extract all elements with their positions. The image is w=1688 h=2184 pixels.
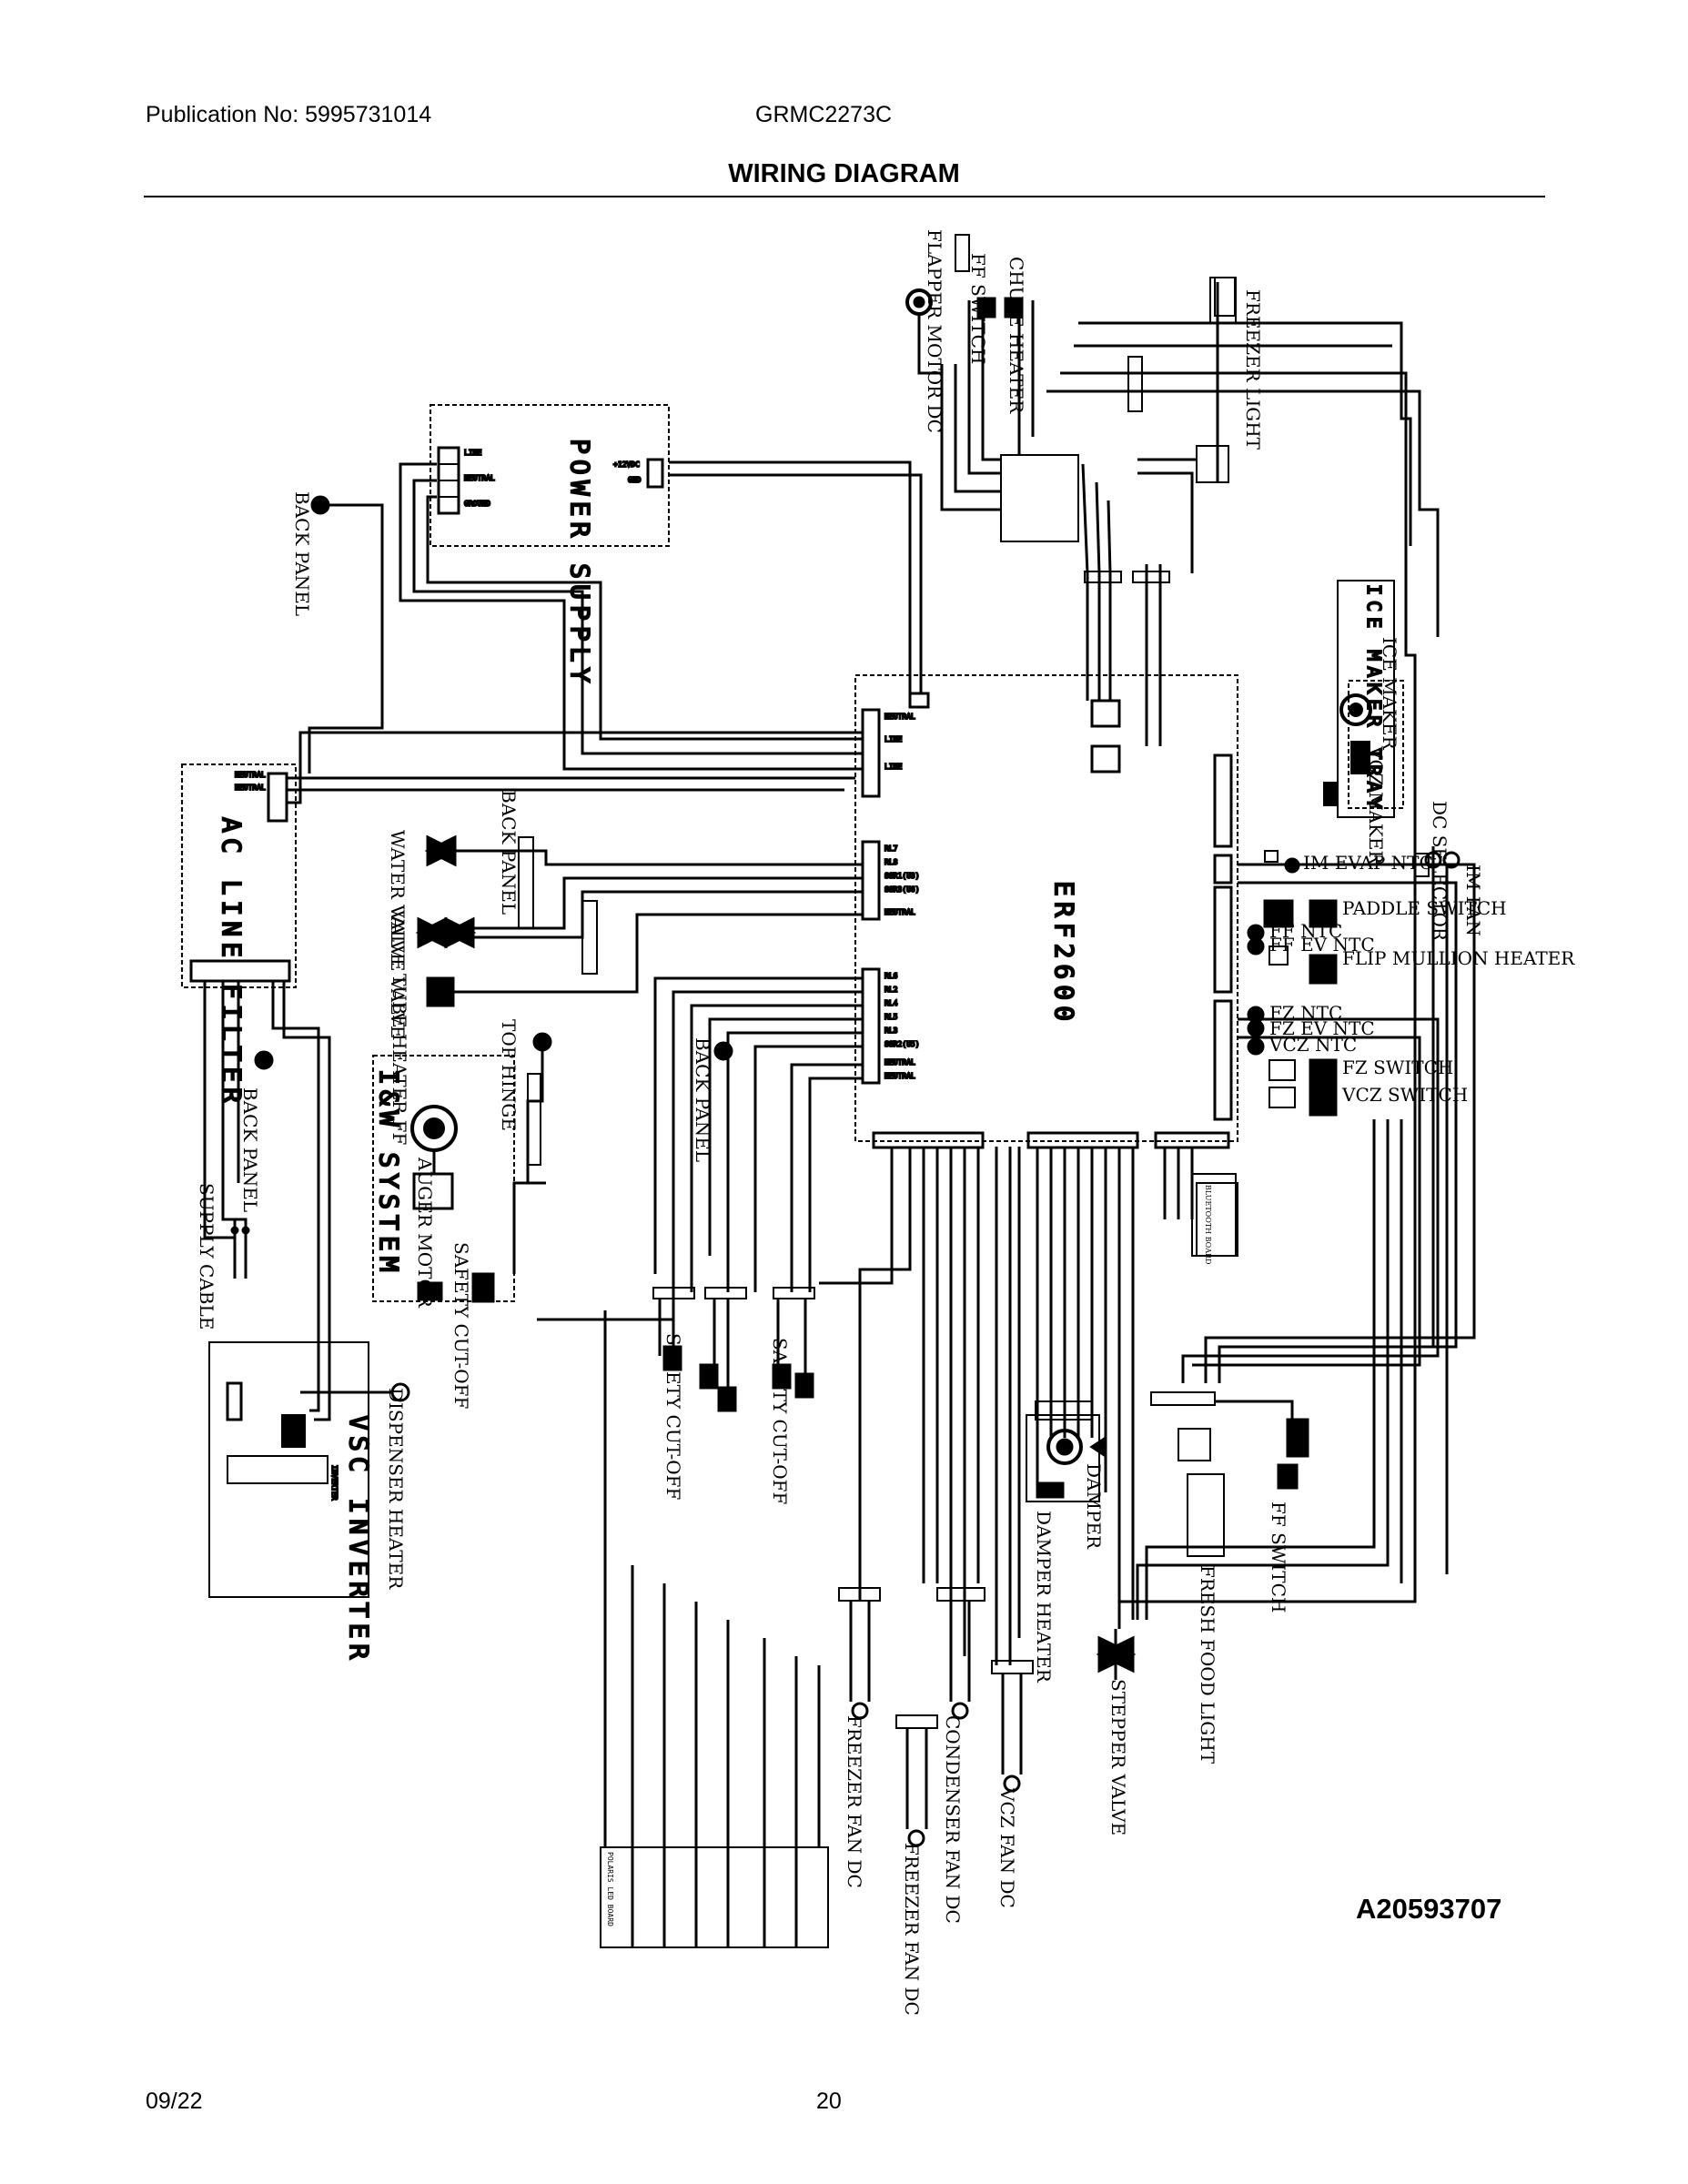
power-supply-block: POWER SUPPLY LINE NEUTRAL GROUND +12VDC … <box>430 404 670 689</box>
footer-date: 09/22 <box>146 2088 203 2114</box>
publication-number: Publication No: 5995731014 <box>146 102 432 127</box>
vcz-maker-label: VCZ MAKER <box>1365 745 1387 864</box>
wire-harness <box>203 234 1476 1948</box>
page-title: WIRING DIAGRAM <box>728 159 960 188</box>
damper-heater-label: DAMPER HEATER <box>1033 1511 1055 1684</box>
j2-pin-neutral: NEUTRAL <box>884 908 915 916</box>
freezer-light-label: FREEZER LIGHT <box>1242 289 1264 450</box>
back-panel-2-label: BACK PANEL <box>498 790 520 915</box>
freezer-fan-label: FREEZER FAN DC <box>844 1715 865 1888</box>
fz-ntc-label: FZ NTC <box>1269 1002 1342 1024</box>
title-rule <box>144 196 1545 197</box>
damper-label: DAMPER <box>1083 1463 1105 1550</box>
ps-pin-ground: GROUND <box>464 500 490 508</box>
supply-cable-label: SUPPLY CABLE <box>196 1183 217 1330</box>
back-panel-4-label: BACK PANEL <box>692 1037 713 1162</box>
water-valve-label: WATER VALVE <box>387 830 409 966</box>
j1-pin-neutral: NEUTRAL <box>884 713 915 721</box>
ff-switch-bottom-label: FF SWITCH <box>1268 1502 1289 1613</box>
ac-line-filter-block: AC LINE FILTER NEUTRAL NEUTRAL <box>181 763 297 1109</box>
j3-pin-ssr2: SSR2(U5) <box>884 1040 920 1048</box>
flip-mullion-heater-label: FLIP MULLION HEATER <box>1342 947 1575 969</box>
component-labels: FLAPPER MOTOR DC FF SWITCH CHUTE HEATER … <box>196 229 1575 2016</box>
page-number: 20 <box>816 2088 842 2114</box>
j2-pin-ssr3: SSR3(U6) <box>884 885 920 894</box>
iw-system-label: I&W SYSTEM <box>374 1069 404 1278</box>
im-fan-label: IM FAN <box>1462 864 1484 936</box>
ac-line-filter-label: AC LINE FILTER <box>217 817 247 1108</box>
model-number: GRMC2273C <box>755 102 893 127</box>
main-control-board: ERF2600 NEUTRAL LINE LINE RL7 RL8 SSR1(U… <box>854 674 1238 1149</box>
ff-switch-top-label: FF SWITCH <box>967 253 989 364</box>
j3-pin-rl3: RL3 <box>884 1026 898 1035</box>
stepper-valve-label: STEPPER VALVE <box>1107 1679 1129 1835</box>
top-hinge-label: TOP HINGE <box>498 1019 520 1131</box>
vsc-inverter-block: VSC INVERTER INVERTER <box>208 1341 375 1665</box>
ff-ntc-label: FF NTC <box>1269 920 1342 942</box>
j2-pin-rl8: RL8 <box>884 858 898 866</box>
flapper-motor-label: FLAPPER MOTOR DC <box>924 229 945 433</box>
fz-switch-label: FZ SWITCH <box>1342 1057 1453 1078</box>
vcz-fan-label: VCZ FAN DC <box>996 1787 1018 1908</box>
back-panel-3-label: BACK PANEL <box>239 1087 261 1212</box>
iw-system-block: I&W SYSTEM <box>372 1055 515 1302</box>
ice-maker-tray-block: ICE MAKER TRAY <box>1323 580 1404 818</box>
ice-maker-tray-label: ICE MAKER TRAY <box>1363 584 1385 814</box>
freezer-fan-2-label: FREEZER FAN DC <box>901 1843 923 2016</box>
ps-pin-gnd: GND <box>628 476 642 484</box>
main-board-label: ERF2600 <box>1049 881 1079 1026</box>
j3-pin-rl6: RL6 <box>884 972 898 980</box>
vsc-inverter-label: VSC INVERTER <box>344 1415 374 1664</box>
fresh-food-light-label: FRESH FOOD LIGHT <box>1197 1565 1218 1764</box>
ff-ev-ntc-label: FF EV NTC <box>1269 934 1375 956</box>
paddle-switch-label: PADDLE SWITCH <box>1342 897 1507 919</box>
j3-pin-rl2: RL2 <box>884 986 898 994</box>
vcz-ntc-label: VCZ NTC <box>1269 1034 1357 1056</box>
dispenser-heater-label: DISPENSER HEATER <box>385 1388 407 1590</box>
acf-pin-neutral-1: NEUTRAL <box>235 771 266 779</box>
dc-selector-label: DC SELECTOR <box>1429 801 1450 942</box>
inverter-sub-label: INVERTER <box>330 1465 339 1501</box>
tube-heater-label: TUBE HEATER FF <box>389 974 410 1145</box>
led-board-label: POLARIS LED BOARD <box>606 1852 614 1926</box>
auger-motor-label: AUGER MOTOR <box>414 1157 436 1309</box>
j2-pin-rl7: RL7 <box>884 844 898 853</box>
j3-pin-rl5: RL5 <box>884 1013 898 1021</box>
j3-pin-neutral-2: NEUTRAL <box>884 1072 915 1080</box>
j3-pin-rl4: RL4 <box>884 999 898 1007</box>
j1-pin-line-2: LINE <box>884 763 902 771</box>
ps-pin-neutral: NEUTRAL <box>464 474 495 482</box>
valve-pair-label: VALVE VALVE <box>387 909 409 1038</box>
ps-pin-12vdc: +12VDC <box>613 460 640 469</box>
condenser-fan-label: CONDENSER FAN DC <box>942 1715 964 1924</box>
j3-pin-neutral-1: NEUTRAL <box>884 1058 915 1067</box>
document-number: A20593707 <box>1356 1893 1502 1925</box>
back-panel-1-label: BACK PANEL <box>291 491 313 616</box>
j2-pin-ssr1: SSR1(U3) <box>884 872 920 880</box>
vcz-switch-label: VCZ SWITCH <box>1341 1084 1468 1106</box>
ps-pin-line: LINE <box>464 449 481 457</box>
fz-ev-ntc-label: FZ EV NTC <box>1269 1017 1375 1039</box>
chute-heater-label: CHUTE HEATER <box>1006 257 1027 414</box>
safety-cutoff-2-label: SAFETY CUT-OFF <box>662 1333 684 1500</box>
ice-maker-label: ICE MAKER <box>1379 637 1400 751</box>
power-supply-label: POWER SUPPLY <box>565 439 595 688</box>
safety-cutoff-3-label: SAFETY CUT-OFF <box>769 1338 791 1504</box>
im-evap-ntc-label: IM EVAP NTC <box>1303 852 1433 874</box>
safety-cutoff-1-label: SAFETY CUT-OFF <box>450 1242 472 1409</box>
bluetooth-board-label: BLUETOOTH BOARD <box>1204 1185 1212 1264</box>
acf-pin-neutral-2: NEUTRAL <box>235 784 266 792</box>
j1-pin-line-1: LINE <box>884 735 902 743</box>
